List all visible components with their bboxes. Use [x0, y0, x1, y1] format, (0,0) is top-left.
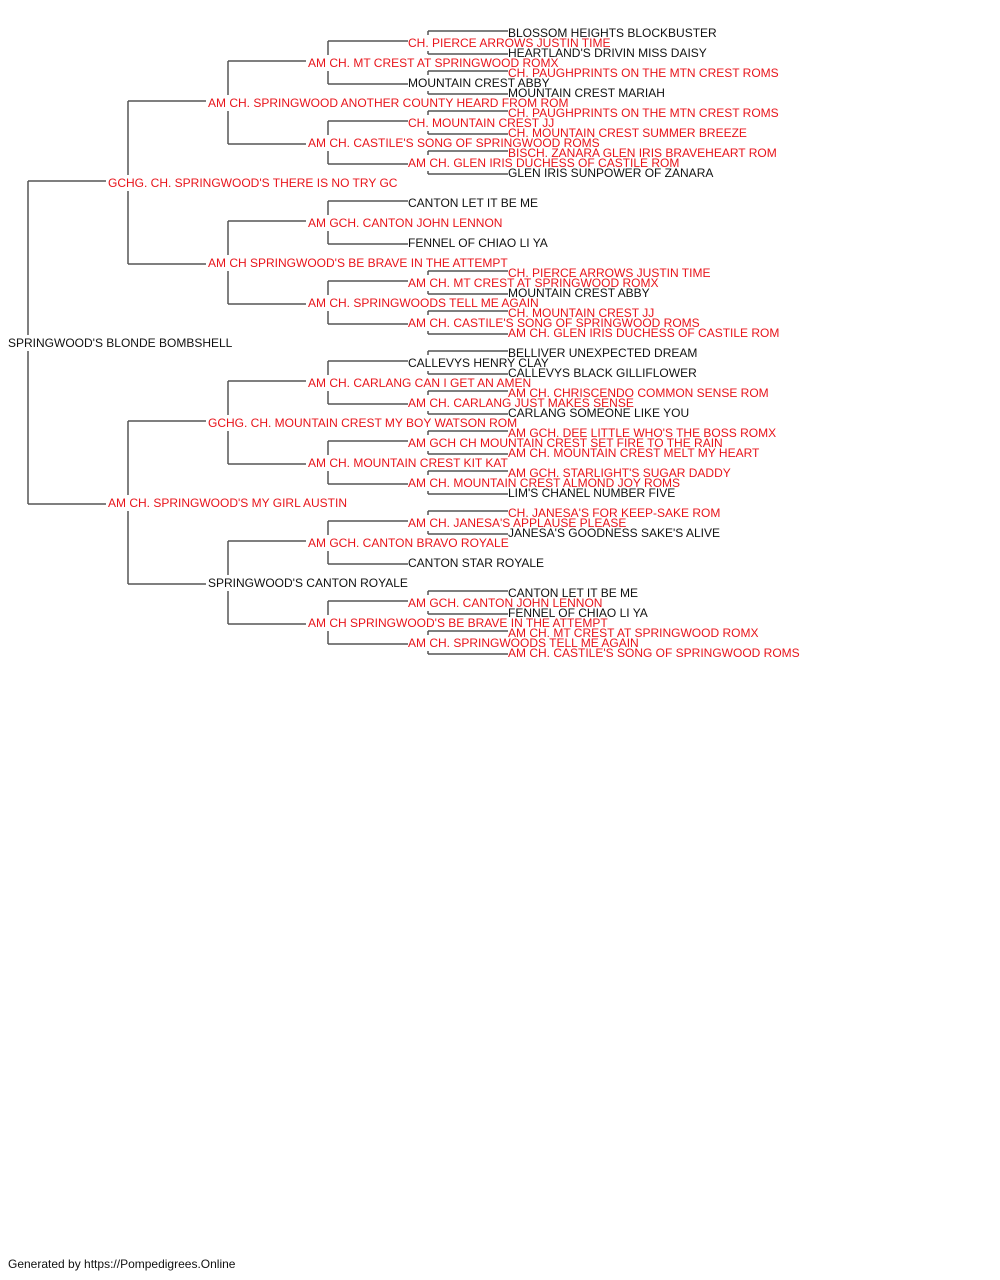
ancestor-name: AM CH. MT CREST AT SPRINGWOOD ROMX: [308, 56, 558, 70]
ancestor-name: AM GCH. CANTON JOHN LENNON: [308, 216, 502, 230]
ancestor-name: CALLEVYS BLACK GILLIFLOWER: [508, 366, 697, 380]
ancestor-name: AM CH. CHRISCENDO COMMON SENSE ROM: [508, 386, 769, 400]
ancestor-name: BISCH. ZANARA GLEN IRIS BRAVEHEART ROM: [508, 146, 777, 160]
ancestor-name: CH. PAUGHPRINTS ON THE MTN CREST ROMS: [508, 66, 779, 80]
subject-dog-name: SPRINGWOOD'S BLONDE BOMBSHELL: [8, 336, 233, 350]
ancestor-name: AM CH. CASTILE'S SONG OF SPRINGWOOD ROMS: [308, 136, 600, 150]
ancestor-name: CALLEVYS HENRY CLAY: [408, 356, 549, 370]
ancestor-name: CH. PAUGHPRINTS ON THE MTN CREST ROMS: [508, 106, 779, 120]
ancestor-name: AM CH. CARLANG CAN I GET AN AMEN: [308, 376, 531, 390]
ancestor-name: CANTON LET IT BE ME: [508, 586, 638, 600]
ancestor-name: AM CH. CASTILE'S SONG OF SPRINGWOOD ROMS: [508, 646, 800, 660]
ancestor-name: AM CH. JANESA'S APPLAUSE PLEASE: [408, 516, 626, 530]
ancestor-name: AM CH. GLEN IRIS DUCHESS OF CASTILE ROM: [508, 326, 779, 340]
ancestor-name: AM CH. MT CREST AT SPRINGWOOD ROMX: [408, 276, 658, 290]
ancestor-name: AM CH. MT CREST AT SPRINGWOOD ROMX: [508, 626, 758, 640]
ancestor-name: AM CH. CASTILE'S SONG OF SPRINGWOOD ROMS: [408, 316, 700, 330]
ancestor-name: CH. MOUNTAIN CREST JJ: [508, 306, 654, 320]
ancestor-name: CARLANG SOMEONE LIKE YOU: [508, 406, 689, 420]
footer-credit: Generated by https://Pompedigrees.Online: [8, 1257, 236, 1271]
ancestor-name: LIM'S CHANEL NUMBER FIVE: [508, 486, 675, 500]
ancestor-name: CANTON STAR ROYALE: [408, 556, 544, 570]
ancestor-name: AM GCH. CANTON JOHN LENNON: [408, 596, 602, 610]
ancestor-name: HEARTLAND'S DRIVIN MISS DAISY: [508, 46, 707, 60]
ancestor-name: MOUNTAIN CREST ABBY: [508, 286, 650, 300]
ancestor-name: CH. JANESA'S FOR KEEP-SAKE ROM: [508, 506, 720, 520]
ancestor-name: AM CH. MOUNTAIN CREST ALMOND JOY ROMS: [408, 476, 680, 490]
ancestor-name: FENNEL OF CHIAO LI YA: [508, 606, 648, 620]
ancestor-name: AM GCH. STARLIGHT'S SUGAR DADDY: [508, 466, 731, 480]
ancestor-name: GCHG. CH. MOUNTAIN CREST MY BOY WATSON R…: [208, 416, 517, 430]
ancestor-name: SPRINGWOOD'S CANTON ROYALE: [208, 576, 408, 590]
ancestor-name: CH. PIERCE ARROWS JUSTIN TIME: [408, 36, 610, 50]
ancestor-name: AM CH. SPRINGWOODS TELL ME AGAIN: [408, 636, 639, 650]
ancestor-name: MOUNTAIN CREST ABBY: [408, 76, 550, 90]
ancestor-name: AM CH. MOUNTAIN CREST MELT MY HEART: [508, 446, 760, 460]
ancestor-name: AM GCH. DEE LITTLE WHO'S THE BOSS ROMX: [508, 426, 776, 440]
ancestor-name: FENNEL OF CHIAO LI YA: [408, 236, 548, 250]
ancestor-name: AM GCH. CANTON BRAVO ROYALE: [308, 536, 509, 550]
ancestor-name: AM CH SPRINGWOOD'S BE BRAVE IN THE ATTEM…: [208, 256, 508, 270]
ancestor-name: AM CH. MOUNTAIN CREST KIT KAT: [308, 456, 508, 470]
ancestor-name: CH. PIERCE ARROWS JUSTIN TIME: [508, 266, 710, 280]
ancestor-name: CANTON LET IT BE ME: [408, 196, 538, 210]
ancestor-name: AM CH. SPRINGWOODS TELL ME AGAIN: [308, 296, 539, 310]
ancestor-name: BELLIVER UNEXPECTED DREAM: [508, 346, 697, 360]
ancestor-name: CH. MOUNTAIN CREST JJ: [408, 116, 554, 130]
ancestor-name: JANESA'S GOODNESS SAKE'S ALIVE: [508, 526, 720, 540]
ancestor-name: AM CH. SPRINGWOOD'S MY GIRL AUSTIN: [108, 496, 347, 510]
ancestor-name: AM CH SPRINGWOOD'S BE BRAVE IN THE ATTEM…: [308, 616, 608, 630]
ancestor-name: AM GCH CH MOUNTAIN CREST SET FIRE TO THE…: [408, 436, 723, 450]
ancestor-name: AM CH. SPRINGWOOD ANOTHER COUNTY HEARD F…: [208, 96, 568, 110]
ancestor-name: AM CH. GLEN IRIS DUCHESS OF CASTILE ROM: [408, 156, 679, 170]
ancestor-name: GCHG. CH. SPRINGWOOD'S THERE IS NO TRY G…: [108, 176, 398, 190]
ancestor-name: MOUNTAIN CREST MARIAH: [508, 86, 665, 100]
ancestor-name: CH. MOUNTAIN CREST SUMMER BREEZE: [508, 126, 747, 140]
ancestor-name: GLEN IRIS SUNPOWER OF ZANARA: [508, 166, 713, 180]
ancestor-name: BLOSSOM HEIGHTS BLOCKBUSTER: [508, 26, 717, 40]
ancestor-name: AM CH. CARLANG JUST MAKES SENSE: [408, 396, 634, 410]
